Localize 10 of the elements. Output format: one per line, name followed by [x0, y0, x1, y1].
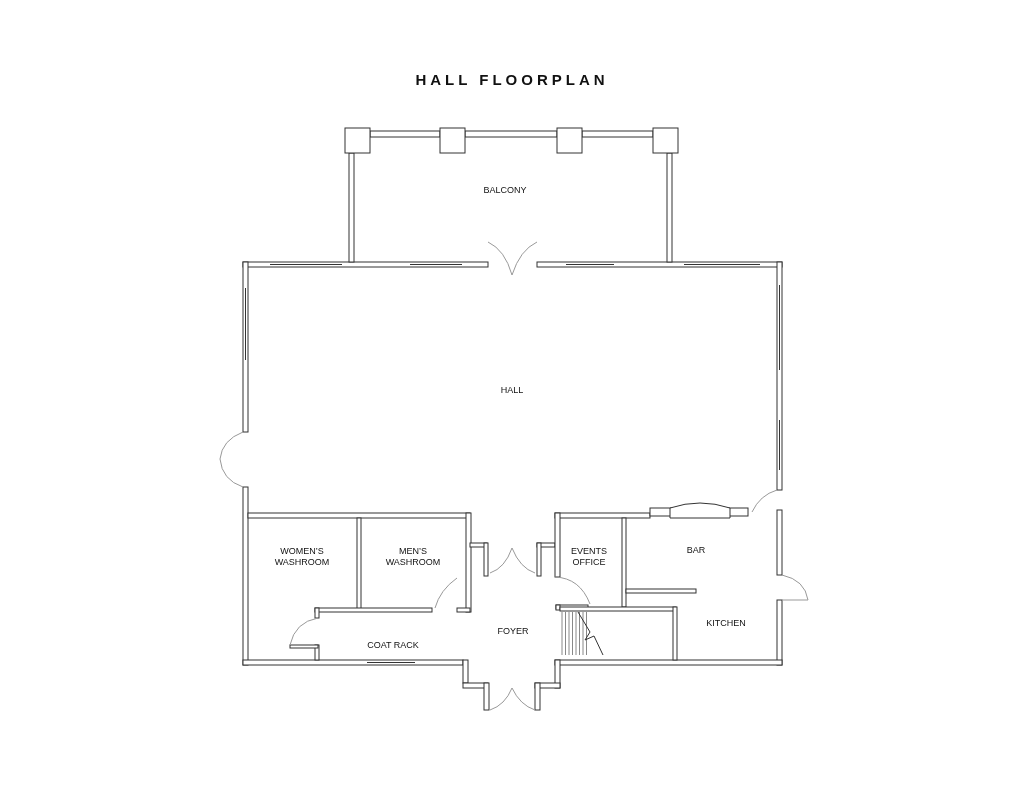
- room-label: EVENTS OFFICE: [570, 545, 608, 569]
- room-label: KITCHEN: [705, 618, 747, 630]
- room-label: HALL: [499, 385, 525, 397]
- room-label: BALCONY: [482, 185, 528, 197]
- room-label: BAR: [685, 545, 707, 557]
- room-label: WOMEN’S WASHROOM: [273, 545, 331, 569]
- plan-title: HALL FLOORPLAN: [415, 70, 609, 88]
- room-label: COAT RACK: [366, 640, 420, 652]
- room-label: MEN’S WASHROOM: [384, 545, 442, 569]
- room-label: FOYER: [496, 626, 530, 638]
